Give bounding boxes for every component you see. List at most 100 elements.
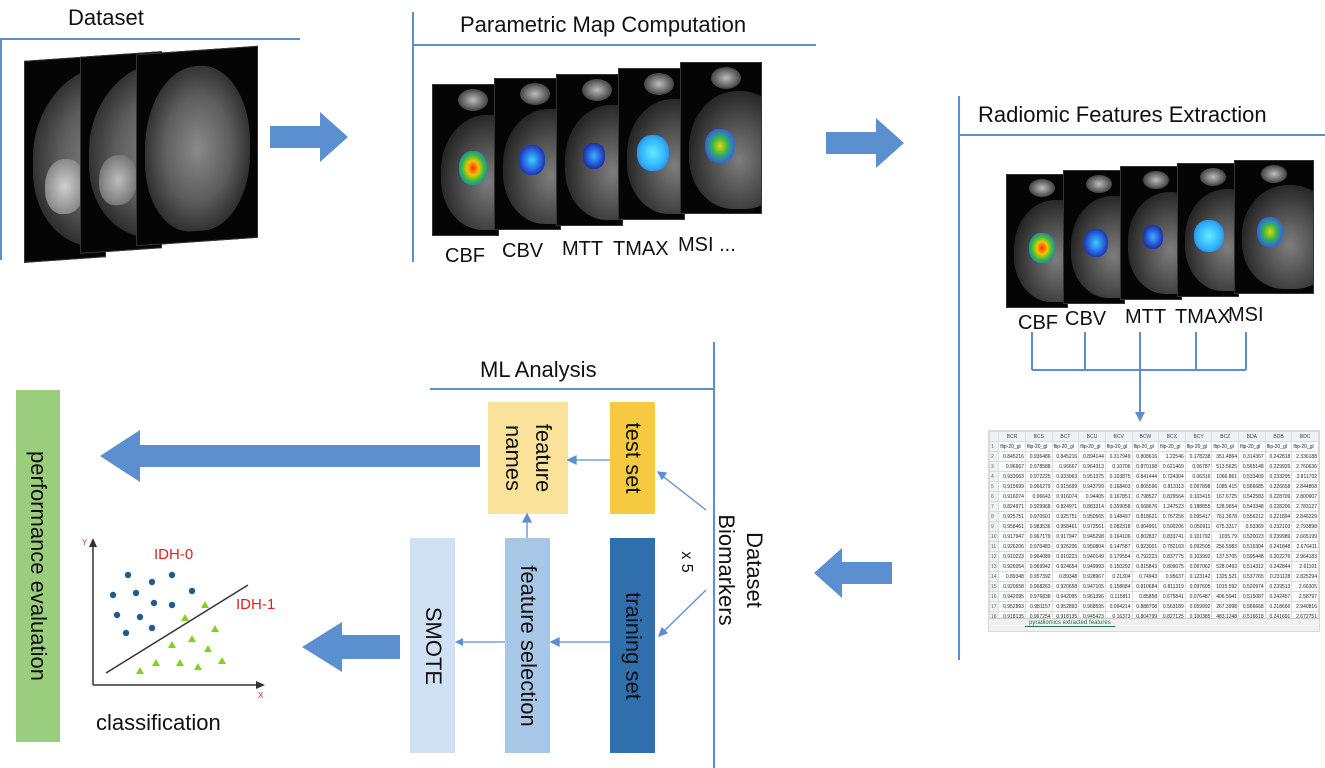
- sheet-cell[interactable]: 128.9654: [1211, 501, 1240, 512]
- sheet-cell[interactable]: 2.844808: [1291, 481, 1319, 492]
- sheet-cell[interactable]: 0.168403: [1104, 481, 1133, 492]
- sheet-cell[interactable]: 0.805596: [1131, 481, 1160, 492]
- sheet-cell[interactable]: 0.85858: [1131, 591, 1160, 602]
- sheet-cell[interactable]: flip-20_gl: [1024, 441, 1053, 452]
- sheet-cell[interactable]: 0.915699: [1051, 481, 1080, 492]
- sheet-column-header[interactable]: BCU: [1078, 431, 1106, 442]
- sheet-cell[interactable]: 0.050911: [1184, 521, 1213, 532]
- sheet-cell[interactable]: 0.568676: [1131, 501, 1160, 512]
- sheet-cell[interactable]: 0.094179: [1185, 632, 1212, 633]
- sheet-cell[interactable]: 0.910223: [1051, 551, 1080, 562]
- sheet-cell[interactable]: 0.924654: [1051, 561, 1080, 572]
- sheet-cell[interactable]: 2.58797: [1291, 591, 1319, 602]
- sheet-cell[interactable]: 0.228206: [1264, 501, 1293, 512]
- sheet-cell[interactable]: 0.925751: [998, 511, 1026, 522]
- sheet-cell[interactable]: 0.833741: [1158, 531, 1186, 542]
- sheet-cell[interactable]: 0.103992: [1184, 551, 1213, 562]
- sheet-cell[interactable]: 2.783127: [1291, 501, 1319, 512]
- sheet-column-header[interactable]: BDB: [1264, 431, 1293, 442]
- sheet-cell[interactable]: 2.846229: [1291, 511, 1319, 522]
- sheet-cell[interactable]: 0.89348: [1051, 571, 1080, 582]
- sheet-cell[interactable]: 0.933063: [1051, 471, 1080, 482]
- sheet-cell[interactable]: flip-20_gl: [1051, 441, 1080, 452]
- sheet-cell[interactable]: 513.5625: [1211, 461, 1240, 472]
- sheet-cell[interactable]: 0.958461: [998, 521, 1026, 532]
- sheet-cell[interactable]: 0.232103: [1264, 521, 1293, 532]
- sheet-cell[interactable]: 0.533409: [1238, 471, 1266, 482]
- sheet-cell[interactable]: 0.904901: [1131, 521, 1160, 532]
- sheet-cell[interactable]: 0.092505: [1184, 541, 1213, 552]
- sheet-cell[interactable]: 351.4864: [1211, 451, 1240, 462]
- sheet-cell[interactable]: 0.767256: [1158, 511, 1186, 522]
- sheet-cell[interactable]: 2.61101: [1291, 561, 1319, 572]
- sheet-cell[interactable]: 0.94405: [1078, 491, 1106, 502]
- sheet-column-header[interactable]: BCR: [998, 431, 1026, 442]
- sheet-cell[interactable]: 0.809075: [1158, 561, 1186, 572]
- sheet-cell[interactable]: 0.917947: [998, 531, 1026, 542]
- sheet-cell[interactable]: 0.792223: [1131, 551, 1160, 562]
- sheet-cell[interactable]: 0.883314: [1078, 501, 1106, 512]
- sheet-cell[interactable]: 0.818621: [1131, 511, 1160, 522]
- sheet-cell[interactable]: 0.817585: [1132, 632, 1159, 633]
- sheet-cell[interactable]: 0.951375: [1078, 471, 1106, 482]
- sheet-cell[interactable]: 0.940149: [1078, 551, 1106, 562]
- sheet-cell[interactable]: 1035.79: [1211, 531, 1240, 542]
- sheet-cell[interactable]: 0.239513: [1264, 581, 1293, 592]
- sheet-cell[interactable]: flip-20_gl: [1238, 441, 1266, 452]
- sheet-cell[interactable]: 0.888708: [1131, 601, 1160, 612]
- sheet-cell[interactable]: 0.950804: [1078, 541, 1106, 552]
- sheet-cell[interactable]: 0.520974: [1238, 581, 1266, 592]
- sheet-cell[interactable]: 0.824971: [998, 501, 1026, 512]
- sheet-cell[interactable]: 0.894144: [1078, 451, 1106, 462]
- sheet-cell[interactable]: 0.949993: [1078, 561, 1106, 572]
- sheet-cell[interactable]: 0.076487: [1184, 591, 1213, 602]
- sheet-cell[interactable]: 0.947105: [1078, 581, 1106, 592]
- sheet-cell[interactable]: 0.06316: [1184, 471, 1213, 482]
- sheet-cell[interactable]: 0.74943: [1131, 571, 1160, 582]
- sheet-cell[interactable]: 0.241848: [1264, 541, 1293, 552]
- sheet-cell[interactable]: 0.123142: [1184, 571, 1213, 582]
- sheet-cell[interactable]: 0.970483: [1024, 541, 1053, 552]
- sheet-cell[interactable]: 0.150292: [1104, 561, 1133, 572]
- sheet-cell[interactable]: 2.825294: [1291, 571, 1319, 582]
- sheet-cell[interactable]: 0.520023: [1238, 531, 1266, 542]
- sheet-cell[interactable]: 0.926206: [998, 541, 1026, 552]
- sheet-cell[interactable]: 2.676411: [1291, 541, 1319, 552]
- sheet-cell[interactable]: 2.800907: [1291, 491, 1319, 502]
- sheet-cell[interactable]: 2.964183: [1291, 551, 1319, 562]
- sheet-cell[interactable]: 0.239989: [1264, 531, 1293, 542]
- sheet-cell[interactable]: 267.3998: [1211, 601, 1240, 612]
- sheet-column-header[interactable]: BCY: [1184, 431, 1213, 442]
- sheet-cell[interactable]: 0.097605: [1184, 581, 1213, 592]
- sheet-cell[interactable]: 0.148497: [1104, 511, 1133, 522]
- sheet-cell[interactable]: 0.945298: [1078, 531, 1106, 542]
- sheet-cell[interactable]: flip-20_gl: [1104, 441, 1133, 452]
- sheet-cell[interactable]: flip-20_gl: [998, 441, 1026, 452]
- sheet-cell[interactable]: 0.978588: [1024, 461, 1053, 472]
- sheet-cell[interactable]: 2.336188: [1291, 451, 1319, 462]
- sheet-cell[interactable]: 0.916074: [998, 491, 1026, 502]
- sheet-cell[interactable]: flip-20_gl: [1158, 441, 1186, 452]
- sheet-cell[interactable]: 0.920658: [998, 581, 1026, 592]
- sheet-cell[interactable]: 0.925751: [1051, 511, 1080, 522]
- sheet-cell[interactable]: 0.359058: [1104, 501, 1133, 512]
- sheet-cell[interactable]: 0.158684: [1104, 581, 1133, 592]
- sheet-cell[interactable]: 0.566685: [1238, 481, 1266, 492]
- sheet-cell[interactable]: 2.940816: [1291, 601, 1319, 612]
- sheet-cell[interactable]: 0.202276: [1264, 551, 1293, 562]
- sheet-cell[interactable]: 761.3678: [1211, 511, 1240, 522]
- sheet-tab[interactable]: pyradiomics extracted features: [1025, 620, 1115, 627]
- sheet-cell[interactable]: 1.22546: [1158, 451, 1186, 462]
- sheet-cell[interactable]: 0.942095: [998, 591, 1026, 602]
- sheet-cell[interactable]: 0.929968: [1024, 501, 1053, 512]
- sheet-column-header[interactable]: BCW: [1131, 431, 1160, 442]
- sheet-cell[interactable]: flip-20_gl: [1211, 441, 1240, 452]
- sheet-cell[interactable]: flip-20_gl: [1078, 441, 1106, 452]
- sheet-cell[interactable]: 0.563189: [1158, 601, 1186, 612]
- sheet-cell[interactable]: 0.101792: [1184, 531, 1213, 542]
- sheet-cell[interactable]: 0.837775: [1158, 551, 1186, 562]
- sheet-cell[interactable]: 0.981157: [1024, 601, 1053, 612]
- sheet-cell[interactable]: 0.969942: [1024, 561, 1053, 572]
- sheet-cell[interactable]: 0.808616: [1131, 451, 1160, 462]
- sheet-cell[interactable]: 406.5941: [1211, 591, 1240, 602]
